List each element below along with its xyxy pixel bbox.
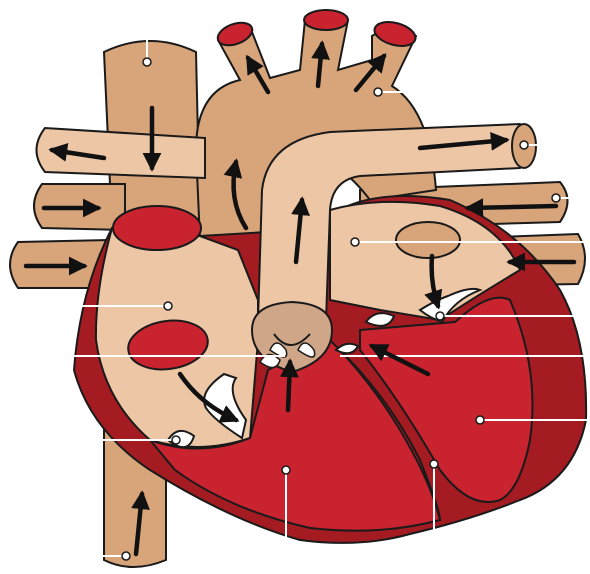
left-carotid-opening bbox=[304, 10, 348, 30]
label-dot-icon bbox=[282, 466, 290, 474]
label-dot-icon bbox=[552, 194, 560, 202]
label-dot-icon bbox=[122, 552, 130, 560]
label-dot-icon bbox=[520, 141, 528, 149]
svc-opening bbox=[113, 206, 201, 250]
arrow-icon bbox=[468, 206, 556, 208]
label-dot-icon bbox=[430, 460, 438, 468]
label-dot-icon bbox=[164, 302, 172, 310]
label-dot-icon bbox=[143, 58, 151, 66]
label-dot-icon bbox=[476, 416, 484, 424]
arrow-icon bbox=[288, 362, 290, 410]
label-dot-icon bbox=[172, 436, 180, 444]
label-dot-icon bbox=[436, 312, 444, 320]
label-dot-icon bbox=[374, 88, 382, 96]
pulmonary-vein-opening bbox=[396, 222, 460, 258]
label-dot-icon bbox=[351, 238, 359, 246]
